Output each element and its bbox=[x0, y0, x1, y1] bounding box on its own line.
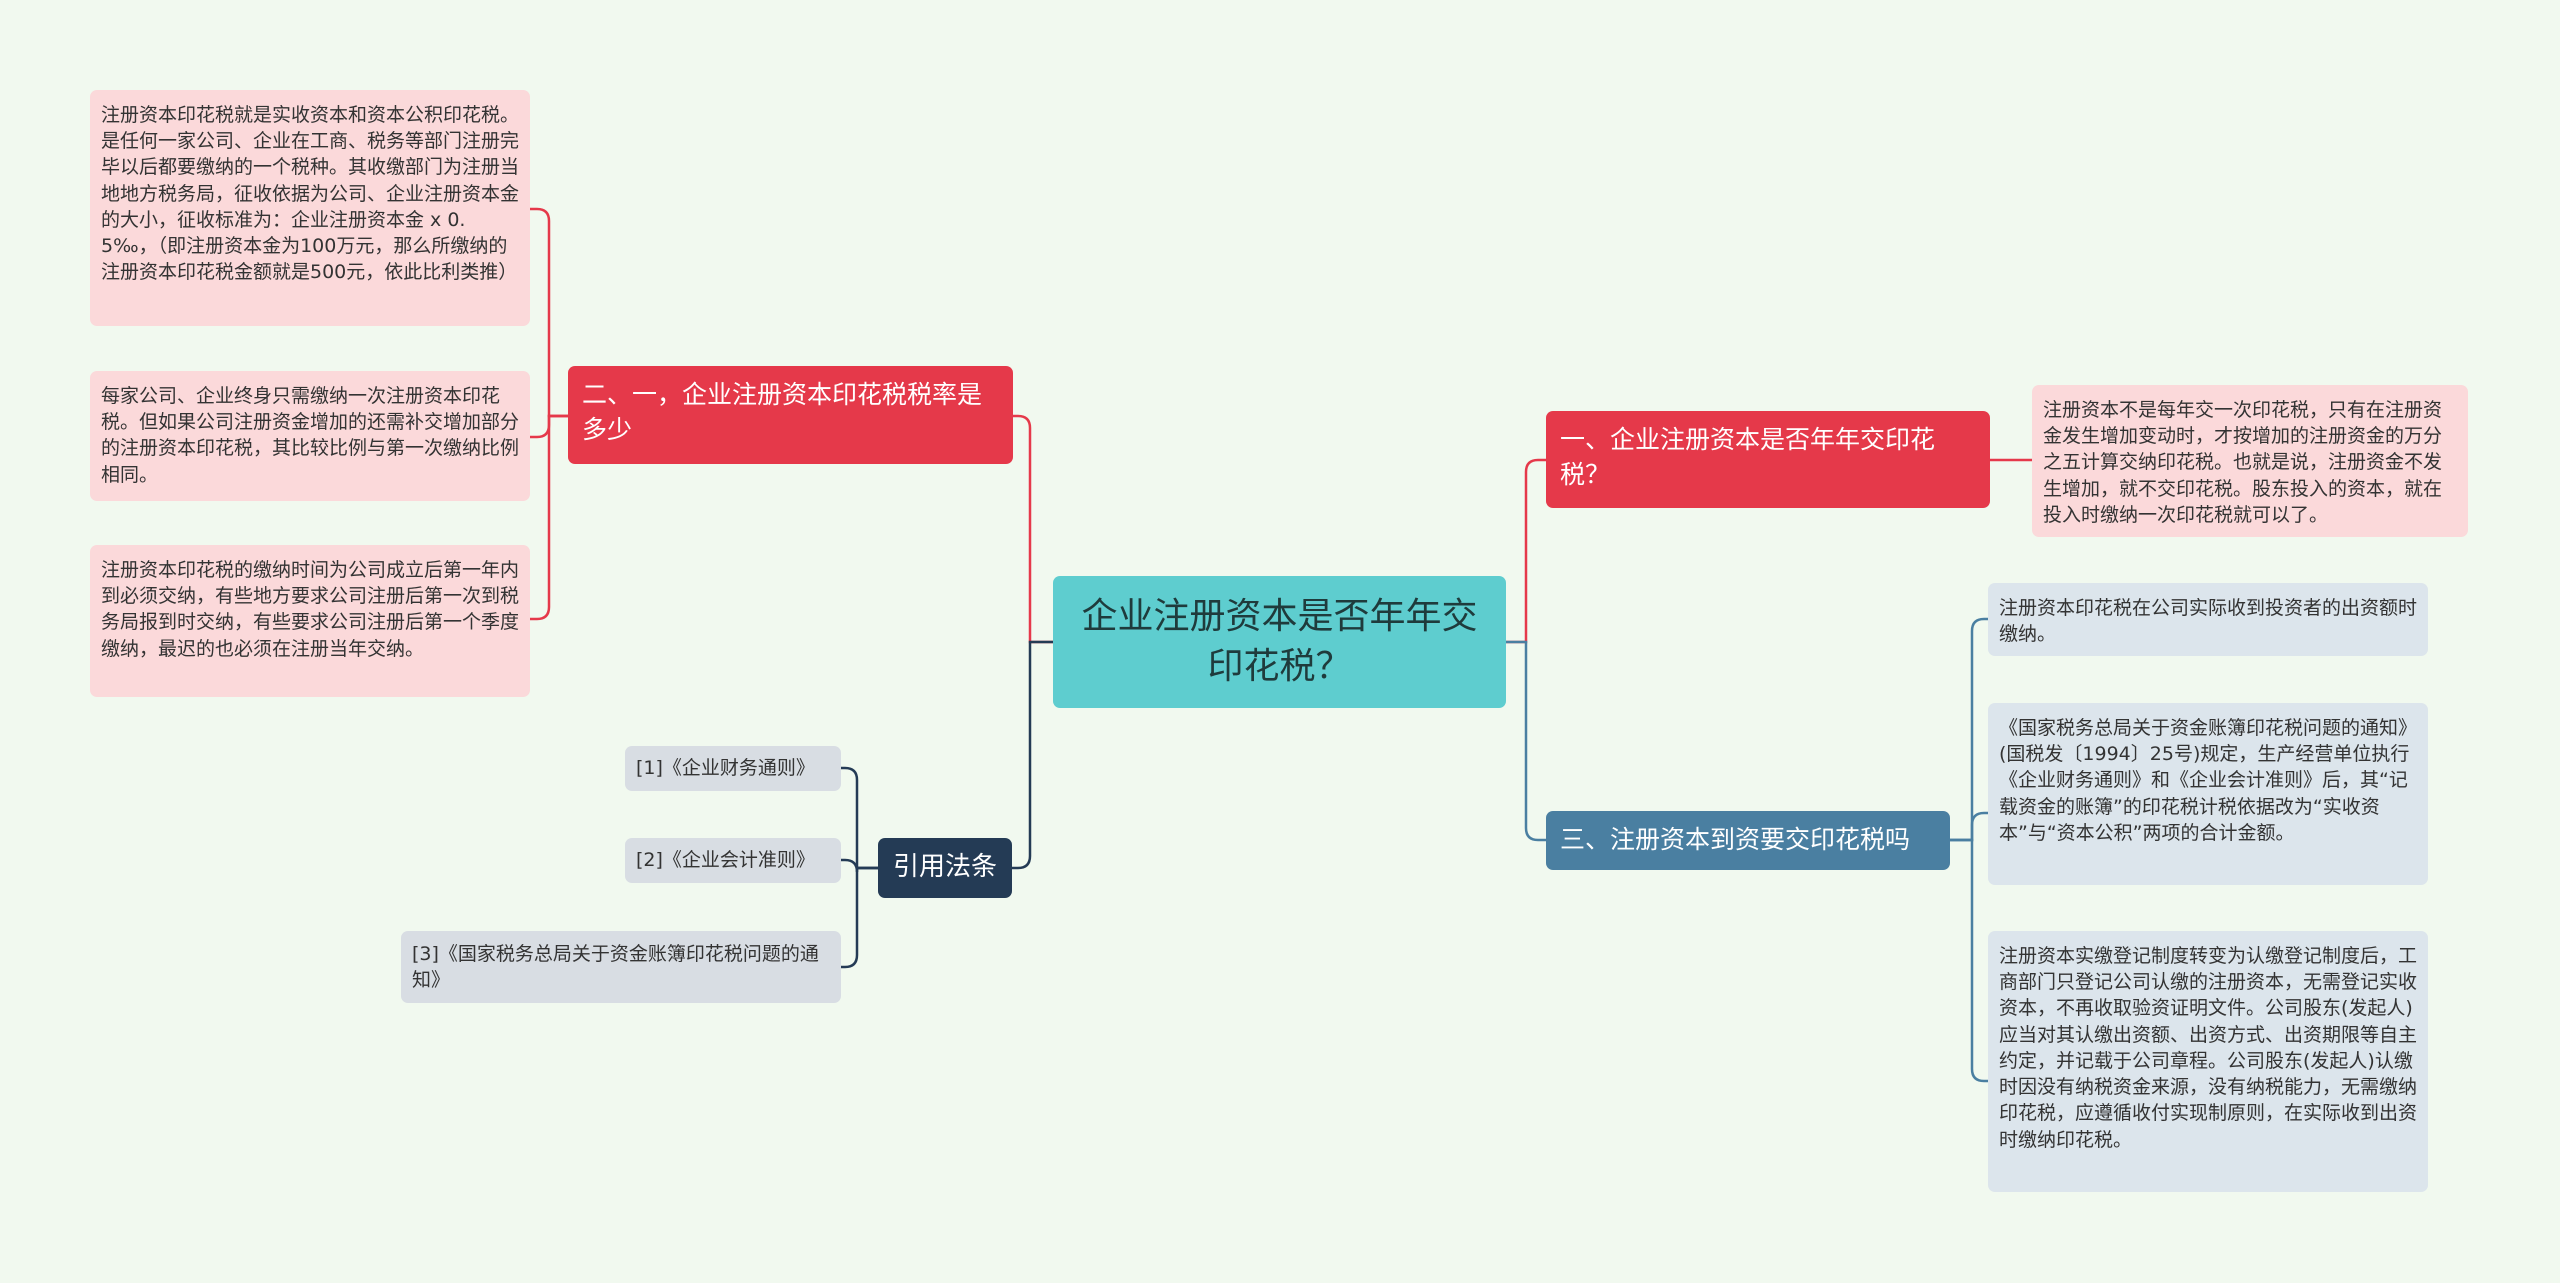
root-topic-label: 企业注册资本是否年年交印花税？ bbox=[1081, 596, 1478, 687]
connector-laws-leaf-3 bbox=[839, 866, 880, 969]
leaf-yearly-answer[interactable]: 注册资本不是每年交一次印花税，只有在注册资金发生增加变动时，才按增加的注册资金的… bbox=[2032, 385, 2468, 537]
leaf-rate-definition[interactable]: 注册资本印花税就是实收资本和资本公积印花税。是任何一家公司、企业在工商、税务等部… bbox=[90, 90, 530, 326]
leaf-text: [3]《国家税务总局关于资金账簿印花税问题的通知》 bbox=[412, 942, 819, 991]
connector-root-laws bbox=[1010, 640, 1055, 870]
connector-timing-leaf-2 bbox=[1948, 811, 1990, 842]
leaf-text: 注册资本实缴登记制度转变为认缴登记制度后，工商部门只登记公司认缴的注册资本，无需… bbox=[1999, 945, 2418, 1151]
leaf-text: 注册资本不是每年交一次印花税，只有在注册资金发生增加变动时，才按增加的注册资金的… bbox=[2043, 399, 2443, 526]
leaf-rate-once[interactable]: 每家公司、企业终身只需缴纳一次注册资本印花税。但如果公司注册资金增加的还需补交增… bbox=[90, 371, 530, 501]
connector-root-timing bbox=[1504, 640, 1548, 842]
connector-laws-leaf-1 bbox=[839, 766, 880, 870]
branch-yearly-question-label: 一、企业注册资本是否年年交印花税？ bbox=[1560, 425, 1936, 489]
branch-yearly-question[interactable]: 一、企业注册资本是否年年交印花税？ bbox=[1546, 411, 1990, 508]
branch-capital-paid[interactable]: 三、注册资本到资要交印花税吗 bbox=[1546, 811, 1950, 870]
leaf-subscription-system[interactable]: 注册资本实缴登记制度转变为认缴登记制度后，工商部门只登记公司认缴的注册资本，无需… bbox=[1988, 931, 2428, 1192]
branch-tax-rate[interactable]: 二、一，企业注册资本印花税税率是多少 bbox=[568, 366, 1013, 464]
leaf-text: 每家公司、企业终身只需缴纳一次注册资本印花税。但如果公司注册资金增加的还需补交增… bbox=[101, 385, 520, 486]
leaf-law-financial-rules[interactable]: [1]《企业财务通则》 bbox=[625, 746, 841, 791]
leaf-text: 注册资本印花税的缴纳时间为公司成立后第一年内到必须交纳，有些地方要求公司注册后第… bbox=[101, 559, 520, 660]
connector-root-yearly bbox=[1504, 458, 1548, 644]
leaf-rate-timing[interactable]: 注册资本印花税的缴纳时间为公司成立后第一年内到必须交纳，有些地方要求公司注册后第… bbox=[90, 545, 530, 697]
leaf-notice-regulation[interactable]: 《国家税务总局关于资金账簿印花税问题的通知》(国税发〔1994〕25号)规定，生… bbox=[1988, 703, 2428, 885]
branch-cited-laws-label: 引用法条 bbox=[892, 852, 997, 883]
connector-timing-leaf-1 bbox=[1948, 617, 1990, 842]
branch-capital-paid-label: 三、注册资本到资要交印花税吗 bbox=[1560, 825, 1911, 855]
connector-root-rate bbox=[1010, 414, 1055, 644]
leaf-paid-when-received[interactable]: 注册资本印花税在公司实际收到投资者的出资额时缴纳。 bbox=[1988, 583, 2428, 656]
leaf-law-notice[interactable]: [3]《国家税务总局关于资金账簿印花税问题的通知》 bbox=[401, 931, 841, 1003]
leaf-text: [1]《企业财务通则》 bbox=[636, 757, 815, 780]
branch-cited-laws[interactable]: 引用法条 bbox=[878, 838, 1012, 898]
connector-laws-leaf-2 bbox=[839, 858, 880, 873]
branch-tax-rate-label: 二、一，企业注册资本印花税税率是多少 bbox=[582, 380, 983, 444]
root-topic[interactable]: 企业注册资本是否年年交印花税？ bbox=[1053, 576, 1506, 708]
leaf-text: 《国家税务总局关于资金账簿印花税问题的通知》(国税发〔1994〕25号)规定，生… bbox=[1999, 717, 2418, 844]
leaf-text: 注册资本印花税在公司实际收到投资者的出资额时缴纳。 bbox=[1999, 597, 2418, 646]
leaf-text: 注册资本印花税就是实收资本和资本公积印花税。是任何一家公司、企业在工商、税务等部… bbox=[101, 104, 520, 284]
connector-rate-leaf-3 bbox=[528, 414, 570, 621]
leaf-text: [2]《企业会计准则》 bbox=[636, 849, 815, 872]
connector-rate-leaf-1 bbox=[528, 207, 570, 418]
leaf-law-accounting-standards[interactable]: [2]《企业会计准则》 bbox=[625, 838, 841, 883]
connector-timing-leaf-3 bbox=[1948, 838, 1990, 1083]
